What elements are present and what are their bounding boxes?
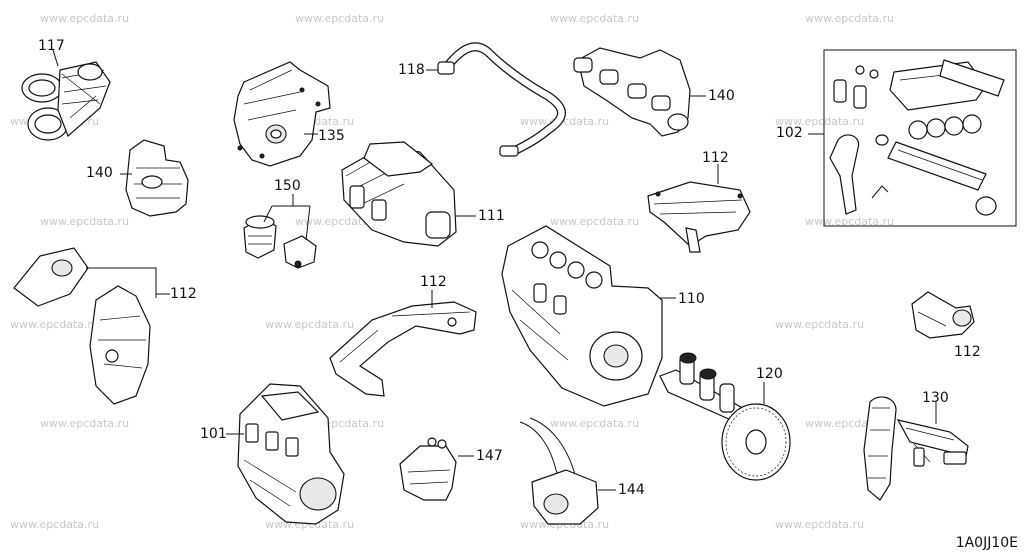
- ref-112-mount[interactable]: 112: [170, 286, 197, 302]
- ref-140-bracket[interactable]: 140: [86, 165, 113, 181]
- part-112-crossmember[interactable]: [329, 290, 477, 397]
- ref-147[interactable]: 147: [476, 448, 503, 464]
- ref-110[interactable]: 110: [678, 291, 705, 307]
- ref-135[interactable]: 135: [318, 128, 345, 144]
- ref-140-manifold[interactable]: 140: [708, 88, 735, 104]
- ref-150[interactable]: 150: [274, 178, 301, 194]
- part-140-bracket[interactable]: [120, 139, 189, 217]
- watermark-text: www.epcdata.ru: [550, 215, 640, 228]
- part-140-manifold[interactable]: [573, 47, 706, 137]
- watermark-text: www.epcdata.ru: [10, 318, 100, 331]
- ref-120[interactable]: 120: [756, 366, 783, 382]
- part-110-cylinder-block[interactable]: [501, 225, 676, 407]
- part-101-engine-assy[interactable]: [226, 383, 345, 525]
- watermark-text: www.epcdata.ru: [550, 12, 640, 25]
- watermark-text: www.epcdata.ru: [775, 318, 865, 331]
- part-135-timing-cover[interactable]: [233, 61, 331, 167]
- part-117-belts[interactable]: [21, 49, 111, 141]
- watermark-text: www.epcdata.ru: [265, 318, 355, 331]
- ref-101[interactable]: 101: [200, 426, 227, 442]
- watermark-text: www.epcdata.ru: [805, 12, 895, 25]
- part-112-engine-mount[interactable]: [13, 247, 170, 405]
- ref-111[interactable]: 111: [478, 208, 505, 224]
- ref-112-oil-pan[interactable]: 112: [702, 150, 729, 166]
- watermark-text: www.epcdata.ru: [10, 518, 100, 531]
- ref-102[interactable]: 102: [776, 125, 803, 141]
- watermark-text: www.epcdata.ru: [775, 115, 865, 128]
- part-144-oil-pump[interactable]: [519, 417, 616, 525]
- part-102-gasket-kit[interactable]: [808, 49, 1017, 227]
- watermark-text: www.epcdata.ru: [40, 215, 130, 228]
- part-130-timing-chain[interactable]: [863, 396, 969, 501]
- part-147-pump-bracket[interactable]: [399, 437, 474, 501]
- part-120-crankshaft[interactable]: [659, 352, 791, 481]
- diagram-code: 1A0JJ10E: [955, 535, 1018, 551]
- ref-144[interactable]: 144: [618, 482, 645, 498]
- watermark-text: www.epcdata.ru: [40, 417, 130, 430]
- part-112-oil-pan[interactable]: [647, 164, 751, 253]
- part-111-cylinder-head[interactable]: [341, 141, 476, 247]
- watermark-text: www.epcdata.ru: [520, 115, 610, 128]
- part-112-rear-mount[interactable]: [911, 291, 975, 339]
- ref-112-rear-mount[interactable]: 112: [954, 344, 981, 360]
- watermark-text: www.epcdata.ru: [775, 518, 865, 531]
- watermark-text: www.epcdata.ru: [295, 12, 385, 25]
- ref-118[interactable]: 118: [398, 62, 425, 78]
- ref-117[interactable]: 117: [38, 38, 65, 54]
- watermark-text: www.epcdata.ru: [805, 215, 895, 228]
- watermark-text: www.epcdata.ru: [550, 417, 640, 430]
- part-118-hose[interactable]: [426, 42, 566, 157]
- ref-112-crossmember[interactable]: 112: [420, 274, 447, 290]
- part-150-oil-filter[interactable]: [243, 194, 317, 269]
- ref-130[interactable]: 130: [922, 390, 949, 406]
- watermark-text: www.epcdata.ru: [40, 12, 130, 25]
